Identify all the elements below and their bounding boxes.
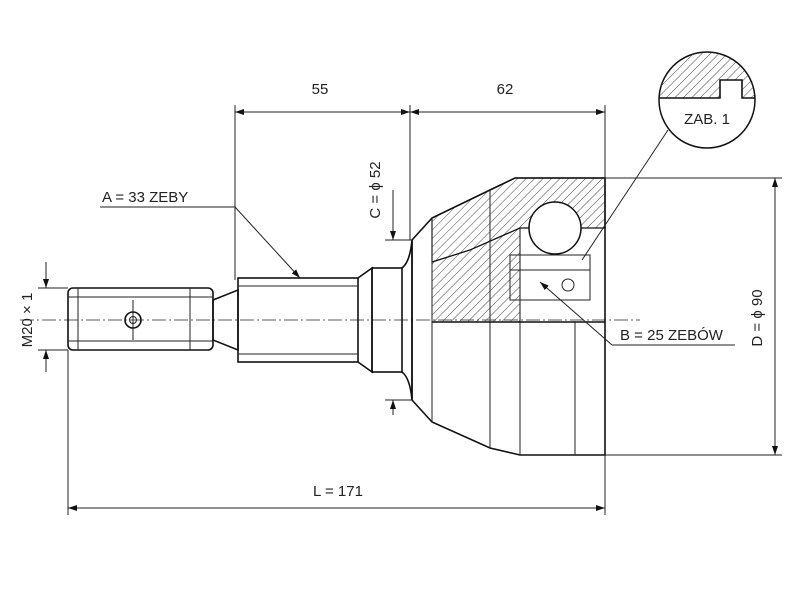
joint-ball [528,201,582,255]
detail-view-zab1: ZAB. 1 [581,51,756,261]
dim-l171-label: L = 171 [313,483,363,500]
bell-housing [411,177,606,456]
dim-62: 62 [410,81,606,178]
leader-b25: B = 25 ZEBÓW [539,281,735,346]
dim-55-label: 55 [312,81,329,98]
dim-b25-label: B = 25 ZEBÓW [620,327,724,344]
dim-d90: D = ϕ 90 [605,177,782,456]
dim-d90-label: D = ϕ 90 [749,289,766,346]
dim-l171: L = 171 [67,350,606,515]
dim-62-label: 62 [497,81,514,98]
dim-55: 55 [234,81,411,280]
leader-a33: A = 33 ZEBY [100,189,301,279]
dim-m20: M20 × 1 [19,262,68,372]
splined-shaft [237,277,359,363]
detail-label: ZAB. 1 [684,111,730,128]
dim-m20-label: M20 × 1 [19,293,36,348]
dim-c52-label: C = ϕ 52 [367,161,384,218]
threaded-tip [67,287,214,351]
dim-a33-label: A = 33 ZEBY [102,189,188,206]
dim-c52: C = ϕ 52 [367,161,412,415]
